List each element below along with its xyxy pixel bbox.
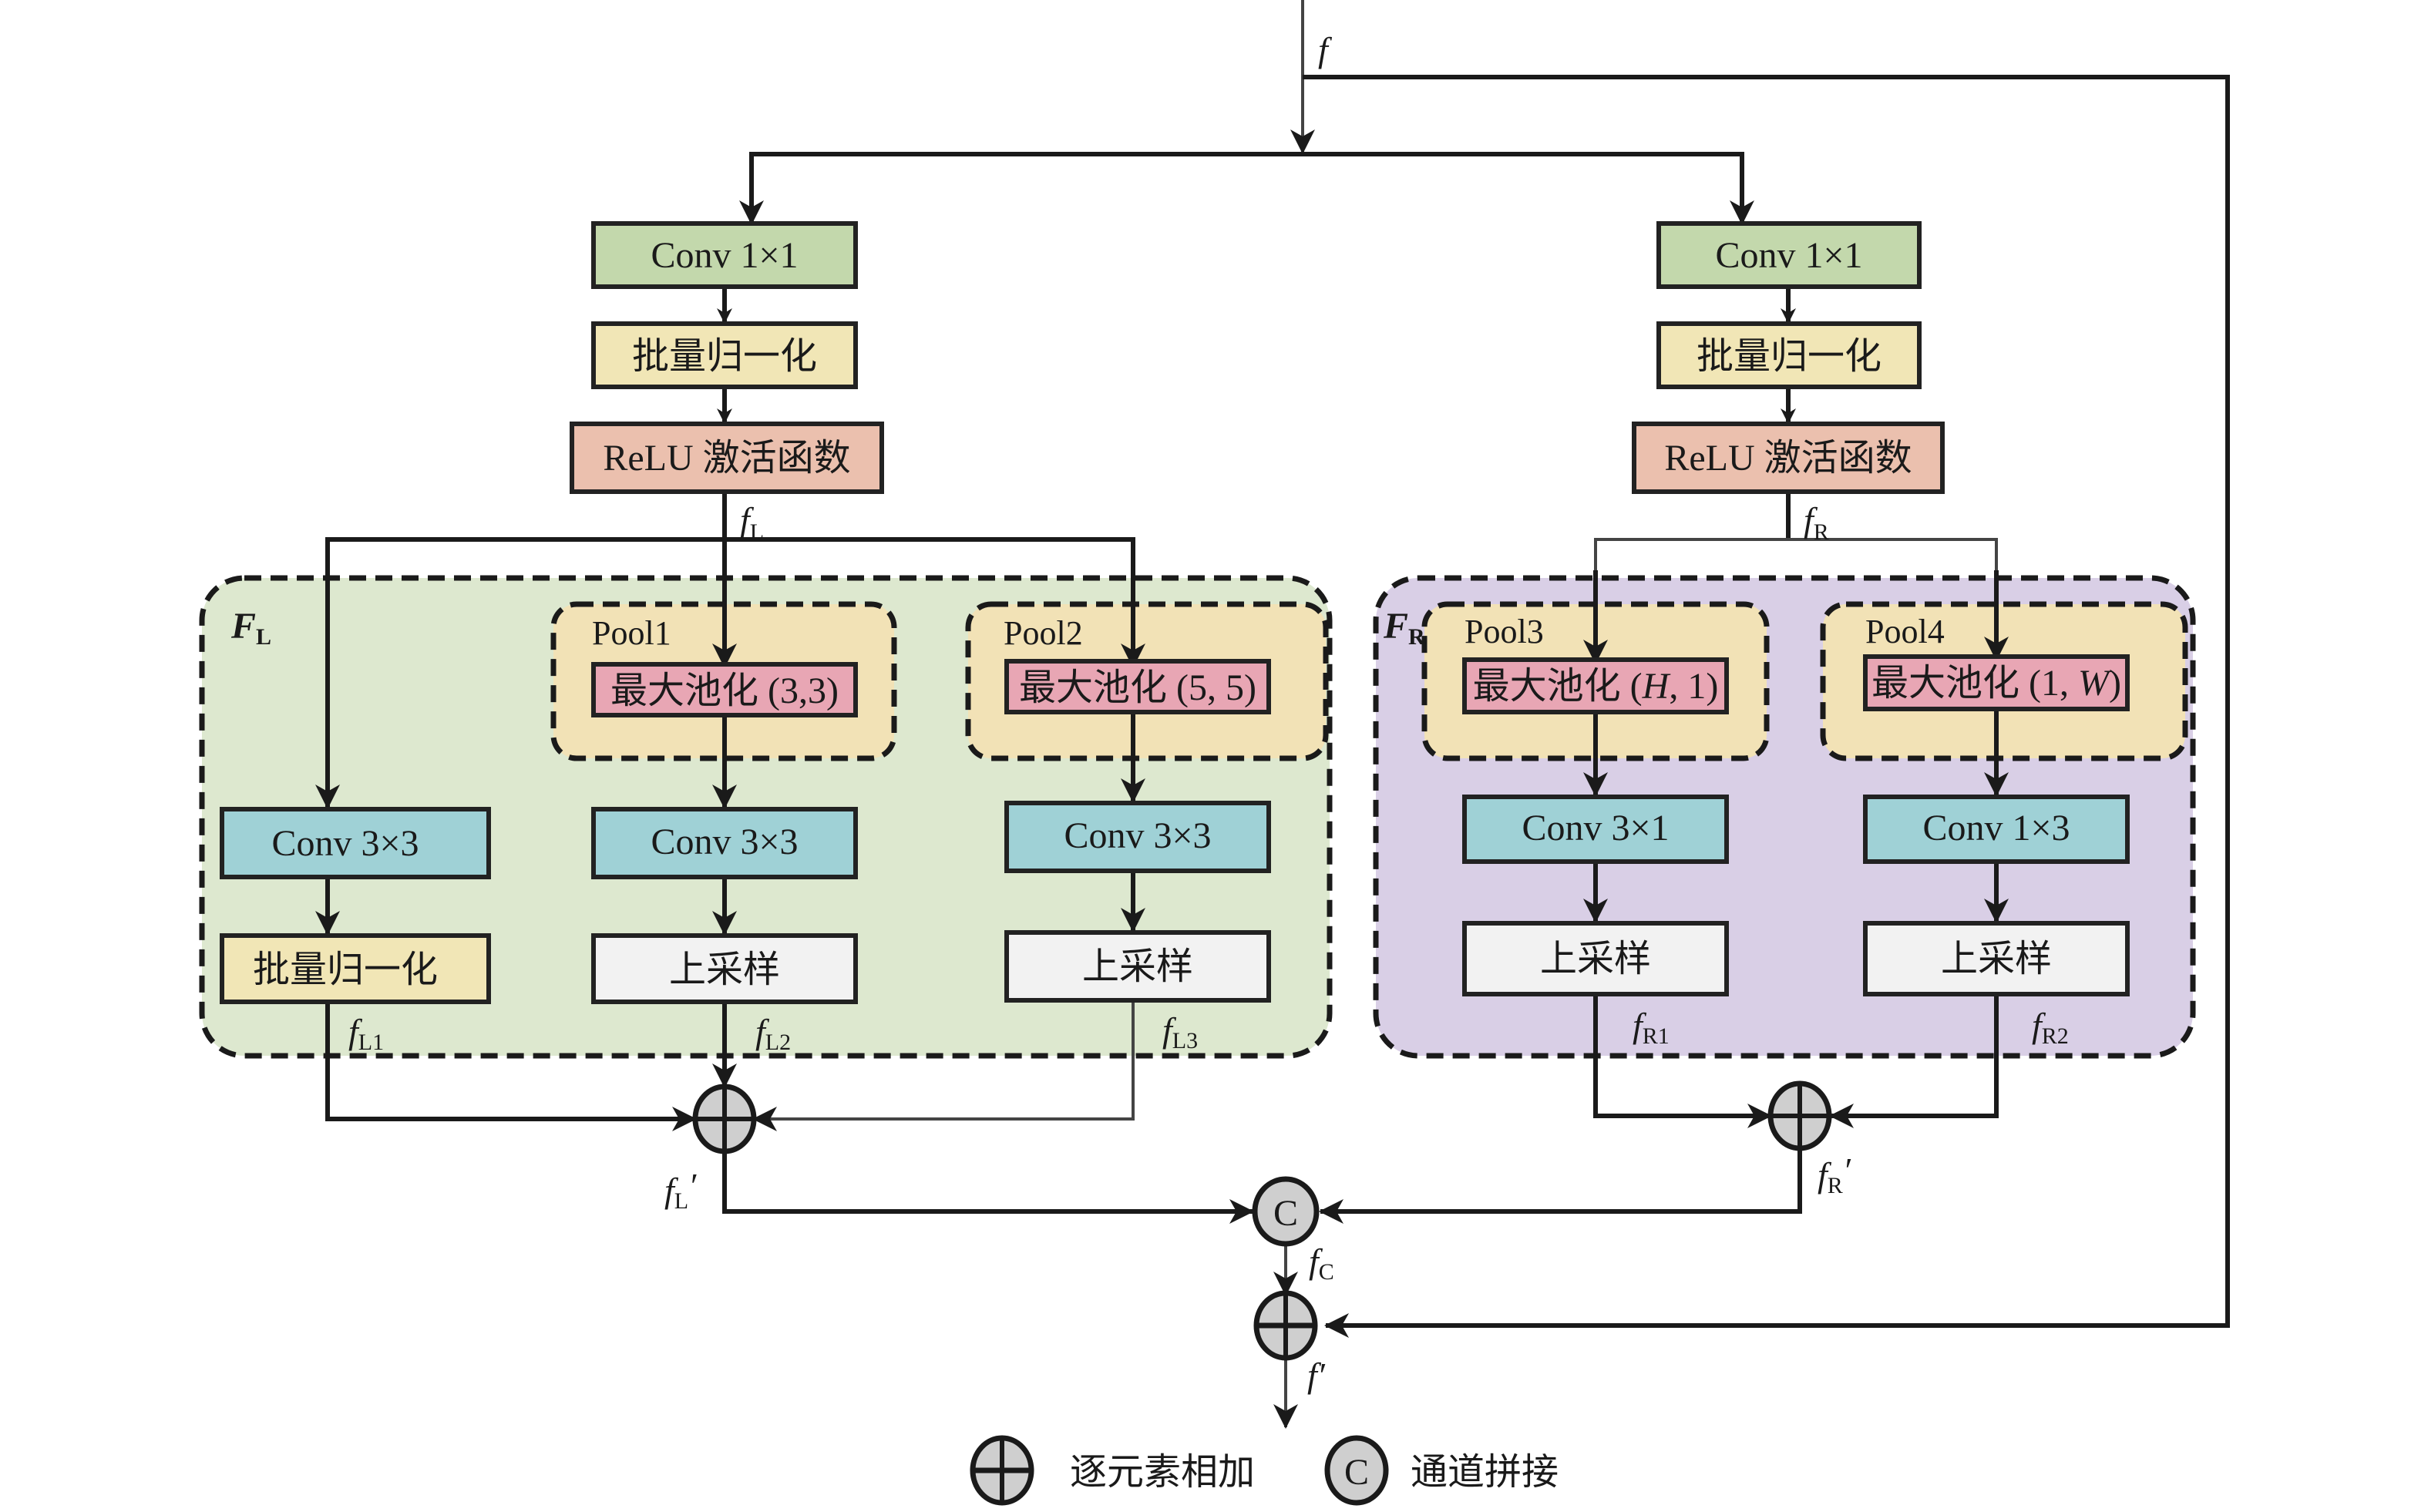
pool4-label: Pool4 [1865, 613, 1945, 650]
path2-upsample-box: 上采样 [591, 933, 858, 1004]
wire-fl-prime-concat [722, 1151, 1254, 1224]
wire-fr1-merge [1593, 994, 1772, 1128]
path3-upsample-box: 上采样 [1004, 930, 1271, 1003]
pathR1-conv-box: Conv 3×1 [1462, 795, 1729, 864]
path2-conv-label: Conv 3×3 [651, 822, 798, 862]
right-relu-label: ReLU 激活函数 [1664, 438, 1912, 479]
left-conv1x1-box: Conv 1×1 [591, 221, 858, 289]
pathR2-conv-label: Conv 1×3 [1922, 808, 2070, 848]
left-batchnorm-box: 批量归一化 [591, 321, 858, 389]
legend-add-icon [970, 1435, 1034, 1506]
left-fl-label: fL [740, 500, 764, 545]
wire-fr-prime-concat [1319, 1148, 1802, 1224]
bus-left-wire [739, 152, 1303, 225]
bus-right-wire [1303, 152, 1754, 225]
path1-conv-label: Conv 3×3 [271, 823, 419, 864]
pathR1-post-label: 上采样 [1540, 939, 1651, 979]
pool1-maxpool-box: 最大池化 (3,3) [591, 662, 858, 717]
pathR2-upsample-box: 上采样 [1863, 921, 2130, 996]
right-conv1x1-box: Conv 1×1 [1656, 221, 1922, 289]
legend-add-label: 逐元素相加 [1070, 1452, 1255, 1493]
wire-l-dist [325, 537, 1145, 808]
left-relu-box: ReLU 激活函数 [570, 422, 884, 494]
input-f-label: f [1318, 30, 1333, 69]
pathR1-upsample-box: 上采样 [1462, 921, 1729, 996]
left-conv1x1-label: Conv 1×1 [651, 235, 798, 276]
path2-conv-box: Conv 3×3 [591, 807, 858, 879]
path3-post-label: 上采样 [1082, 946, 1193, 987]
left-relu-label: ReLU 激活函数 [603, 438, 850, 479]
fr-prime-label: fR′ [1818, 1151, 1851, 1198]
pool4-op-label: 最大池化 (1, W) [1871, 663, 2121, 704]
pool3-maxpool-box: 最大池化 (H, 1) [1462, 657, 1729, 714]
path2-post-label: 上采样 [669, 949, 780, 990]
right-conv1x1-label: Conv 1×1 [1715, 235, 1862, 276]
left-batchnorm-label: 批量归一化 [632, 336, 817, 377]
pool3-label: Pool3 [1465, 613, 1544, 650]
pool2-op-label: 最大池化 (5, 5) [1019, 667, 1256, 708]
legend-concat-icon: C [1324, 1435, 1389, 1506]
fl-prime-label: fL′ [664, 1166, 697, 1214]
pathR1-conv-label: Conv 3×1 [1522, 808, 1669, 848]
path3-conv-label: Conv 3×3 [1064, 815, 1211, 856]
right-batchnorm-label: 批量归一化 [1697, 336, 1882, 377]
right-elementwise-add-icon [1767, 1080, 1832, 1151]
skip-connection-wire [1303, 75, 2230, 1338]
legend-concat-symbol: C [1344, 1452, 1369, 1493]
right-fr-label: fR [1804, 500, 1829, 545]
wire-fr2-merge [1829, 994, 1999, 1128]
pathR2-post-label: 上采样 [1941, 939, 2052, 979]
fr1-label: fR1 [1633, 1006, 1670, 1049]
legend-concat-label: 通道拼接 [1411, 1452, 1559, 1493]
left-elementwise-add-icon [692, 1084, 757, 1154]
path1-batchnorm-box: 批量归一化 [220, 933, 491, 1004]
pool4-maxpool-box: 最大池化 (1, W) [1863, 654, 2130, 711]
legend: 逐元素相加 C 通道拼接 [970, 1435, 1559, 1506]
pool3-op-label: 最大池化 (H, 1) [1473, 666, 1719, 707]
f-prime-label: f′ [1307, 1356, 1326, 1395]
group-right-label: FR [1383, 606, 1425, 650]
wire-fl1-merge [325, 1002, 697, 1131]
wire-fl3-merge [752, 1000, 1135, 1131]
pool1-label: Pool1 [592, 614, 671, 652]
pathR2-conv-box: Conv 1×3 [1863, 795, 2130, 864]
right-batchnorm-box: 批量归一化 [1656, 321, 1922, 389]
pool2-label: Pool2 [1004, 614, 1083, 652]
group-left-label: FL [230, 606, 271, 650]
wires [315, 0, 2230, 1429]
path3-conv-box: Conv 3×3 [1004, 801, 1271, 873]
pool2-maxpool-box: 最大池化 (5, 5) [1004, 659, 1271, 714]
pool1-op-label: 最大池化 (3,3) [610, 670, 839, 711]
channel-concat-icon: C [1252, 1176, 1320, 1247]
right-relu-box: ReLU 激活函数 [1632, 422, 1945, 494]
concat-symbol: C [1273, 1193, 1298, 1234]
path1-conv-box: Conv 3×3 [220, 807, 491, 879]
final-elementwise-add-icon [1253, 1290, 1318, 1361]
path1-post-label: 批量归一化 [253, 949, 438, 990]
fc-label: fC [1309, 1242, 1334, 1285]
